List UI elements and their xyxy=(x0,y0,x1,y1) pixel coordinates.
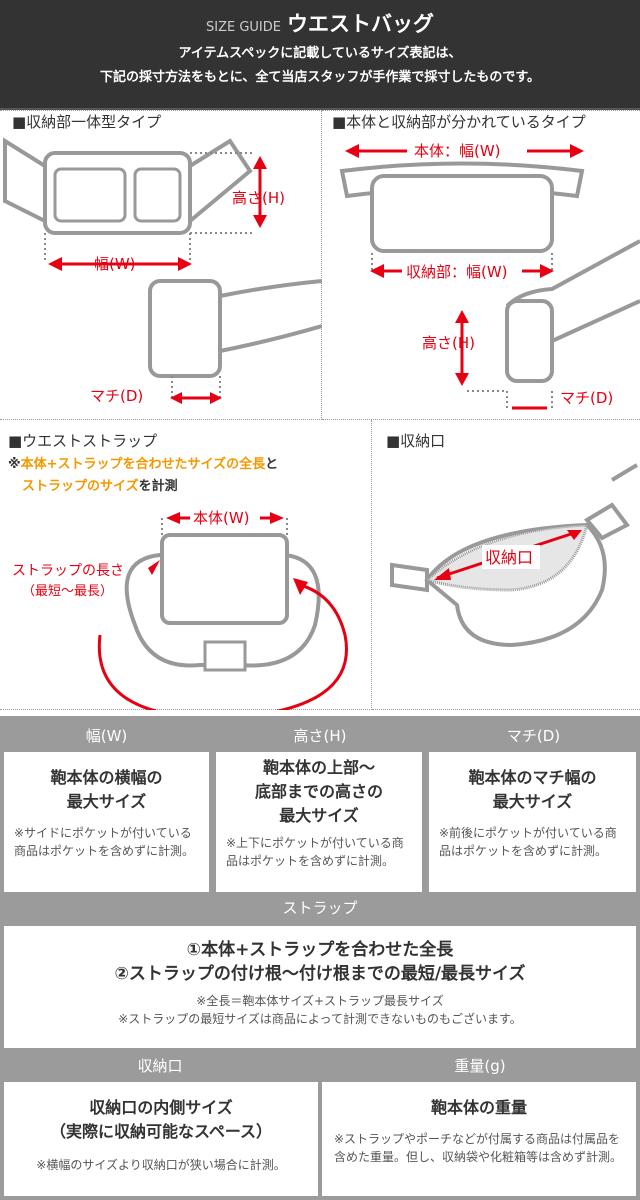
weight-header: 重量(g) xyxy=(454,1057,506,1075)
panel-title: ■収納口 xyxy=(386,432,446,450)
opening-illustration: 収納口 xyxy=(390,463,639,648)
depth-cell: 鞄本体のマチ幅の 最大サイズ ※前後にポケットが付いている商品はポケットを含めず… xyxy=(429,752,636,892)
panel-title: ■収納部一体型タイプ xyxy=(12,113,162,131)
width-label: 幅(W) xyxy=(94,255,136,273)
depth-label: マチ(D) xyxy=(560,389,613,407)
panel-title: ■ウエストストラップ xyxy=(8,432,158,450)
height-label: 高さ(H) xyxy=(232,189,285,207)
opening-header: 収納口 xyxy=(137,1057,183,1075)
strap-length-label: ストラップの長さ xyxy=(12,563,124,579)
body-width-label: 本体(W) xyxy=(193,509,250,527)
panel-integrated: ■収納部一体型タイプ 高さ(H) 幅(W) マチ(D) xyxy=(0,110,322,420)
header: SIZE GUIDE ウエストバッグ アイテムスペックに記載しているサイズ表記は、… xyxy=(0,0,640,110)
weight-cell: 鞄本体の重量 ※ストラップやポーチなどが付属する商品は付属品を含めた重量。但し、… xyxy=(322,1082,636,1196)
opening-label: 収納口 xyxy=(485,548,533,567)
storage-width-label: 収納部：幅(W) xyxy=(406,263,508,281)
body-width-label: 本体：幅(W) xyxy=(414,142,501,160)
header-line-1: アイテムスペックに記載しているサイズ表記は、 xyxy=(178,46,462,61)
height-header: 高さ(H) xyxy=(293,727,347,745)
height-label: 高さ(H) xyxy=(422,334,475,352)
depth-header: マチ(D) xyxy=(506,727,561,745)
width-cell: 鞄本体の横幅の 最大サイズ ※サイドにポケットが付いている商品はポケットを含めず… xyxy=(4,752,209,892)
panel-opening: ■収納口 収納口 xyxy=(372,420,640,710)
size-guide-label: SIZE GUIDE xyxy=(206,20,281,35)
strap-note: ※本体+ストラップを合わせたサイズの全長とストラップのサイズを計測 xyxy=(8,457,279,494)
panel-separate: ■本体と収納部が分かれているタイプ 本体：幅(W) 収納部：幅(W) 高さ(H)… xyxy=(322,110,640,420)
separate-bag-illustration: 本体：幅(W) 収納部：幅(W) 高さ(H) マチ(D) xyxy=(339,139,640,411)
page-title: ウエストバッグ xyxy=(287,12,434,36)
strap-length-range: （最短～最長） xyxy=(22,584,113,599)
width-header: 幅(W) xyxy=(85,727,128,745)
integrated-bag-illustration: 高さ(H) 幅(W) マチ(D) xyxy=(3,137,322,405)
height-cell: 鞄本体の上部～ 底部までの高さの 最大サイズ ※上下にポケットが付いている商品は… xyxy=(216,752,422,892)
strap-header: ストラップ xyxy=(282,899,358,917)
opening-cell: 収納口の内側サイズ （実際に収納可能なスペース） ※横幅のサイズより収納口が狭い… xyxy=(4,1082,318,1196)
panel-strap: ■ウエストストラップ ※本体+ストラップを合わせたサイズの全長とストラップのサイ… xyxy=(0,420,372,710)
strap-cell: ①本体+ストラップを合わせた全長 ②ストラップの付け根～付け根までの最短/最長サ… xyxy=(4,926,636,1048)
strap-illustration: 本体(W) ストラップの長さ （最短～最長） xyxy=(12,506,348,710)
header-line-2: 下記の採寸方法をもとに、全て当店スタッフが手作業で採寸したものです。 xyxy=(99,70,541,85)
panel-title: ■本体と収納部が分かれているタイプ xyxy=(332,113,586,131)
depth-label: マチ(D) xyxy=(90,387,143,405)
size-definition-table: 幅(W) 高さ(H) マチ(D) 鞄本体の横幅の 最大サイズ ※サイドにポケット… xyxy=(0,716,640,1200)
